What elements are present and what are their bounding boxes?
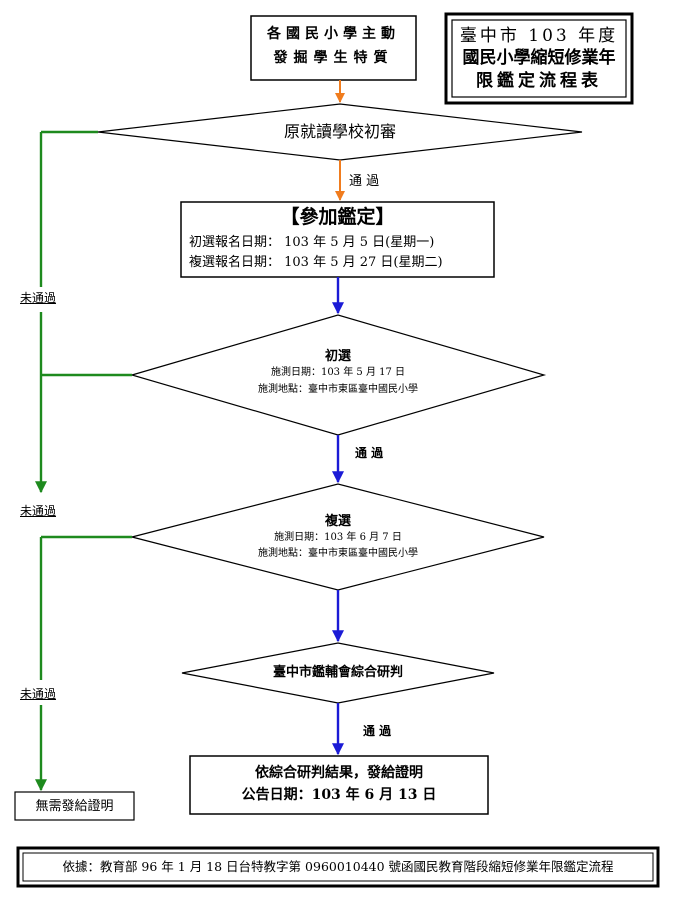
no-cert-label: 無需發給證明: [35, 799, 114, 814]
register-line-2: 複選報名日期： 103 年 5 月 27 日(星期二): [189, 255, 443, 270]
start-line-1: 各國民小學主動: [267, 26, 400, 42]
start-line-2: 發掘學生特質: [273, 50, 394, 66]
secondary-date: 施測日期：103 年 6 月 7 日: [274, 532, 402, 543]
committee-label: 臺中市鑑輔會綜合研判: [272, 665, 403, 680]
preliminary-date: 施測日期：103 年 5 月 17 日: [270, 367, 406, 378]
result-line-1: 依綜合研判結果，發給證明: [255, 765, 423, 781]
footer-box-outer-border: [16, 846, 660, 888]
preliminary-place: 施測地點：臺中市東區臺中國民小學: [258, 384, 418, 395]
pass-label-1: 通 過: [349, 174, 380, 189]
title-line-1: 臺中市 103 年度: [459, 26, 619, 46]
fail-label-2: 未通過: [20, 504, 57, 518]
no-cert-box: [14, 791, 135, 821]
result-box: [189, 755, 489, 815]
initial-review-label: 原就讀學校初審: [283, 122, 396, 141]
secondary-diamond: [131, 483, 545, 591]
fail-label-3: 未通過: [20, 687, 57, 701]
title-box-outer-border: [444, 12, 634, 105]
result-line-2: 公告日期：103 年 6 月 13 日: [241, 787, 437, 803]
preliminary-heading: 初選: [324, 349, 351, 364]
initial-review-diamond: [97, 103, 583, 161]
start-box: [250, 15, 417, 81]
footer-box-inner-border: [22, 852, 654, 882]
committee-diamond: [181, 642, 495, 704]
title-box-inner-border: [451, 19, 627, 98]
preliminary-diamond: [129, 314, 547, 436]
pass-label-2: 通 過: [355, 446, 384, 460]
secondary-place: 施測地點：臺中市東區臺中國民小學: [258, 548, 418, 559]
secondary-heading: 複選: [324, 514, 351, 529]
fail-label-1: 未通過: [20, 291, 57, 305]
title-line-2: 國民小學縮短修業年: [462, 48, 616, 68]
title-line-3: 限鑑定流程表: [476, 71, 602, 91]
register-heading: 【參加鑑定】: [280, 206, 395, 228]
footer-text: 依據：教育部 96 年 1 月 18 日台特教字第 0960010440 號函國…: [62, 859, 614, 874]
pass-label-3: 通 過: [363, 724, 392, 738]
register-line-1: 初選報名日期： 103 年 5 月 5 日(星期一): [189, 235, 435, 250]
